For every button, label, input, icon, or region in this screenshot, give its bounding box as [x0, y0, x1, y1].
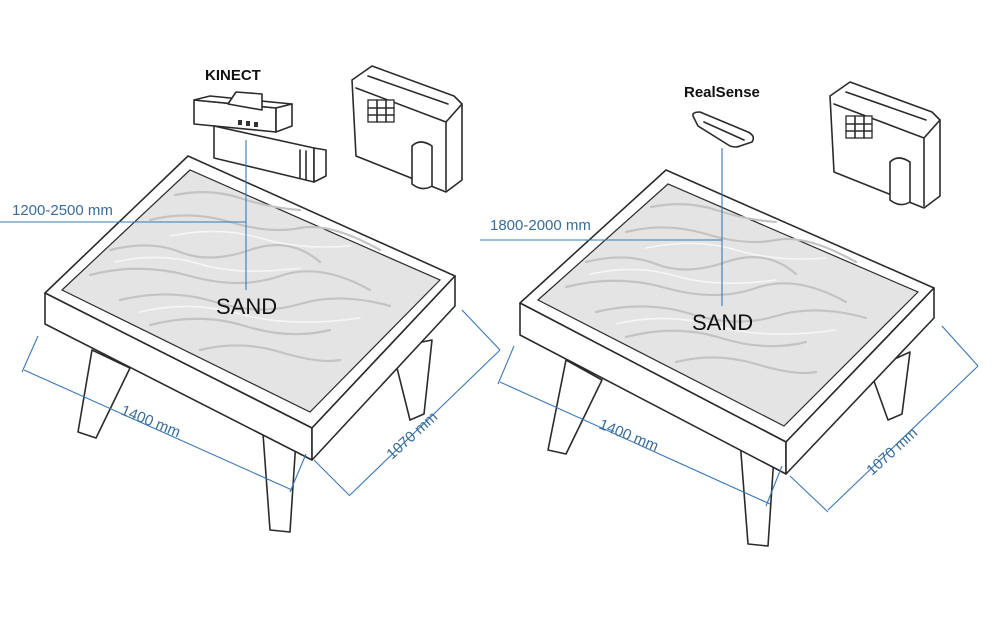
left-sensor-label: KINECT [205, 67, 261, 84]
right-front-leg-left [547, 359, 603, 455]
right-depth-dim-label: 1070 mm [863, 424, 921, 478]
left-sand-label: SAND [216, 294, 277, 319]
left-dimension-lines [0, 140, 501, 497]
left-sandbox-setup: KINECT 1200-2500 mm SAND 1400 mm 1070 mm [0, 65, 501, 533]
left-sand-surface [60, 169, 442, 413]
left-projector-icon [351, 65, 463, 193]
right-sensor-label: RealSense [684, 84, 760, 101]
right-sand-surface [536, 183, 920, 427]
kinect-sensor-icon [193, 91, 327, 183]
left-front-leg-left [77, 349, 131, 439]
left-sand-ripples [88, 191, 392, 363]
left-height-range-label: 1200-2500 mm [12, 202, 113, 219]
left-table-right-face [311, 275, 456, 461]
right-dimension-lines [480, 148, 979, 513]
right-projector-icon [829, 81, 941, 209]
right-height-range-label: 1800-2000 mm [490, 217, 591, 234]
right-width-dim-label: 1400 mm [597, 416, 661, 455]
left-width-dim-label: 1400 mm [119, 402, 183, 441]
realsense-sensor-icon [692, 111, 755, 148]
right-sand-label: SAND [692, 310, 753, 335]
right-sand-ripples [564, 203, 868, 375]
right-sandbox-setup: RealSense 1800-2000 mm SAND 1400 mm 1070… [480, 81, 979, 547]
right-table-right-face [785, 287, 935, 475]
